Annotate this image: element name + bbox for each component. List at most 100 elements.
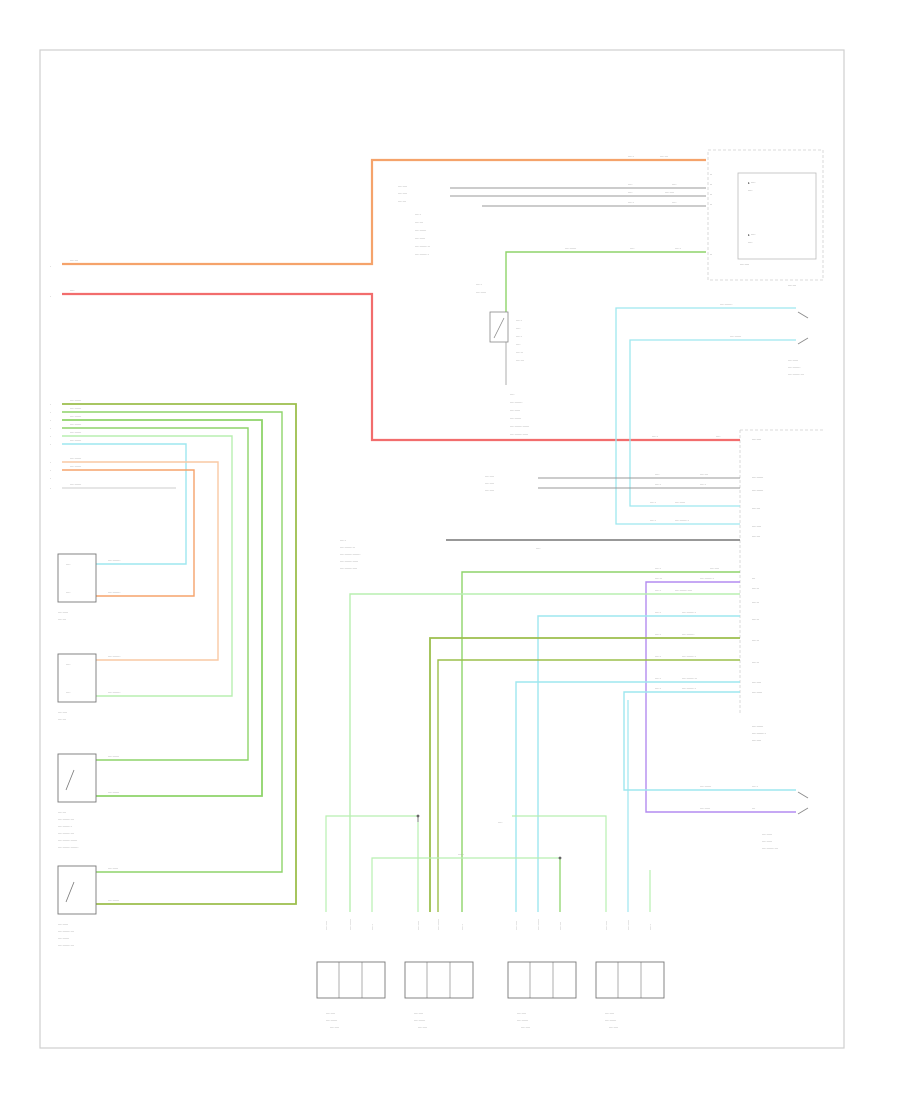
svg-text:▸ ····: ▸ ···· bbox=[748, 233, 756, 237]
svg-text:····: ···· bbox=[66, 691, 71, 695]
svg-text:·····: ····· bbox=[752, 785, 758, 789]
svg-text:··········: ·········· bbox=[70, 483, 81, 487]
svg-text:········: ········ bbox=[326, 1012, 335, 1016]
svg-text:········: ········ bbox=[398, 192, 407, 196]
svg-text:·····: ····· bbox=[655, 589, 661, 593]
right-rear-sensor-symbol bbox=[797, 311, 809, 345]
left-harness bbox=[62, 403, 297, 905]
svg-text:·····: ····· bbox=[649, 924, 653, 930]
svg-text:···········: ··········· bbox=[788, 366, 801, 370]
svg-text:·: · bbox=[50, 477, 51, 481]
svg-text:····: ···· bbox=[672, 183, 677, 187]
svg-text:·········: ········· bbox=[58, 923, 68, 927]
svg-text:··············: ·············· bbox=[788, 373, 804, 377]
svg-text:··············: ·············· bbox=[58, 930, 74, 934]
svg-text:········: ········ bbox=[752, 525, 761, 529]
svg-text:·: · bbox=[50, 427, 51, 431]
ground-wires-top bbox=[450, 187, 706, 207]
svg-text:····: ···· bbox=[672, 201, 677, 205]
passenger-sensor-symbol bbox=[797, 791, 809, 815]
svg-text:·····: ····· bbox=[650, 519, 656, 523]
instrument-cluster: ▸ ···· ···· ▸ ···· ···· ········ ·······… bbox=[707, 149, 824, 288]
svg-text:··········: ·········· bbox=[70, 439, 81, 443]
svg-text:····: ···· bbox=[66, 563, 71, 567]
svg-text:········: ········ bbox=[609, 1026, 618, 1030]
svg-text:·····: ····· bbox=[655, 633, 661, 637]
svg-text:··················: ·················· bbox=[340, 553, 361, 557]
svg-text:····: ···· bbox=[628, 191, 633, 195]
svg-text:·················: ················· bbox=[58, 839, 77, 843]
svg-text:·····: ····· bbox=[628, 201, 634, 205]
svg-text:········: ········ bbox=[515, 921, 519, 930]
svg-text:···········: ··········· bbox=[720, 303, 733, 307]
svg-text:·········: ········· bbox=[700, 807, 710, 811]
svg-text:·······: ······· bbox=[58, 718, 66, 722]
svg-text:················: ················ bbox=[340, 560, 358, 564]
svg-text:·: · bbox=[50, 443, 51, 447]
svg-text:·············: ············· bbox=[682, 677, 697, 681]
svg-text:········: ········ bbox=[398, 185, 407, 189]
svg-text:······: ······ bbox=[752, 587, 759, 591]
svg-text:·: · bbox=[50, 487, 51, 491]
svg-text:···············: ··············· bbox=[340, 567, 357, 571]
svg-text:········: ········ bbox=[325, 921, 329, 930]
svg-text:·········: ········· bbox=[415, 237, 425, 241]
svg-text:····: ···· bbox=[66, 663, 71, 667]
svg-text:·: · bbox=[50, 295, 51, 299]
svg-text:········: ········ bbox=[414, 1012, 423, 1016]
svg-text:▸ ····: ▸ ···· bbox=[748, 181, 756, 185]
svg-text:········: ········ bbox=[605, 1012, 614, 1016]
svg-text:··········: ·········· bbox=[108, 755, 119, 759]
svg-text:············: ············ bbox=[675, 519, 689, 523]
svg-text:··: ·· bbox=[710, 203, 712, 207]
svg-text:·········: ········· bbox=[627, 920, 631, 930]
switch-component: ····· ···· ····· ···· ······ ······· ···… bbox=[476, 283, 529, 437]
vertical-wire-labels: ········ ·········· ····· ········ ·····… bbox=[325, 919, 653, 930]
svg-text:··········: ·········· bbox=[70, 423, 81, 427]
svg-text:··········: ·········· bbox=[517, 1019, 528, 1023]
svg-text:·················: ················· bbox=[510, 425, 529, 429]
svg-text:········: ········ bbox=[517, 1012, 526, 1016]
svg-text:·········: ········· bbox=[762, 833, 772, 837]
svg-text:·······: ······· bbox=[752, 535, 760, 539]
diagram-frame bbox=[39, 49, 845, 1049]
wire-red-feed bbox=[62, 292, 740, 442]
svg-text:········: ········ bbox=[521, 1026, 530, 1030]
svg-text:·········: ········· bbox=[788, 359, 798, 363]
svg-text:·····: ····· bbox=[628, 155, 634, 159]
svg-text:········: ········ bbox=[605, 921, 609, 930]
svg-text:······: ······ bbox=[655, 577, 662, 581]
svg-text:·····: ····· bbox=[650, 501, 656, 505]
svg-text:········: ········ bbox=[752, 739, 761, 743]
svg-text:·······: ······· bbox=[516, 359, 524, 363]
svg-text:··: ·· bbox=[710, 193, 712, 197]
svg-text:··············: ·············· bbox=[58, 944, 74, 948]
svg-text:·········: ········· bbox=[762, 840, 772, 844]
svg-text:··········: ·········· bbox=[108, 899, 119, 903]
svg-text:····: ···· bbox=[748, 189, 753, 193]
sensor-connectors-bottom: ·························· ·············… bbox=[316, 961, 665, 1030]
wire-green-cluster bbox=[505, 251, 706, 312]
svg-text:········: ········ bbox=[710, 567, 719, 571]
svg-text:··············: ·············· bbox=[58, 832, 74, 836]
svg-text:··········: ·········· bbox=[510, 417, 521, 421]
svg-text:····: ···· bbox=[630, 247, 635, 251]
svg-text:····: ···· bbox=[628, 183, 633, 187]
svg-text:··········: ·········· bbox=[565, 247, 576, 251]
svg-text:·······: ······· bbox=[700, 473, 708, 477]
svg-text:············: ············ bbox=[58, 825, 72, 829]
svg-text:············: ············ bbox=[682, 687, 696, 691]
svg-text:····: ···· bbox=[536, 547, 541, 551]
svg-text:··········: ·········· bbox=[605, 1019, 616, 1023]
svg-text:·····: ····· bbox=[458, 853, 464, 857]
svg-text:················: ················ bbox=[510, 433, 528, 437]
svg-text:··············: ·············· bbox=[762, 847, 778, 851]
svg-text:·····: ····· bbox=[652, 435, 658, 439]
svg-text:·····: ····· bbox=[655, 483, 661, 487]
svg-text:·····: ····· bbox=[655, 687, 661, 691]
wires-light-blue-right bbox=[615, 307, 796, 525]
svg-text:············: ············ bbox=[700, 577, 714, 581]
svg-text:·········: ········· bbox=[58, 611, 68, 615]
svg-text:·········: ········· bbox=[108, 867, 118, 871]
